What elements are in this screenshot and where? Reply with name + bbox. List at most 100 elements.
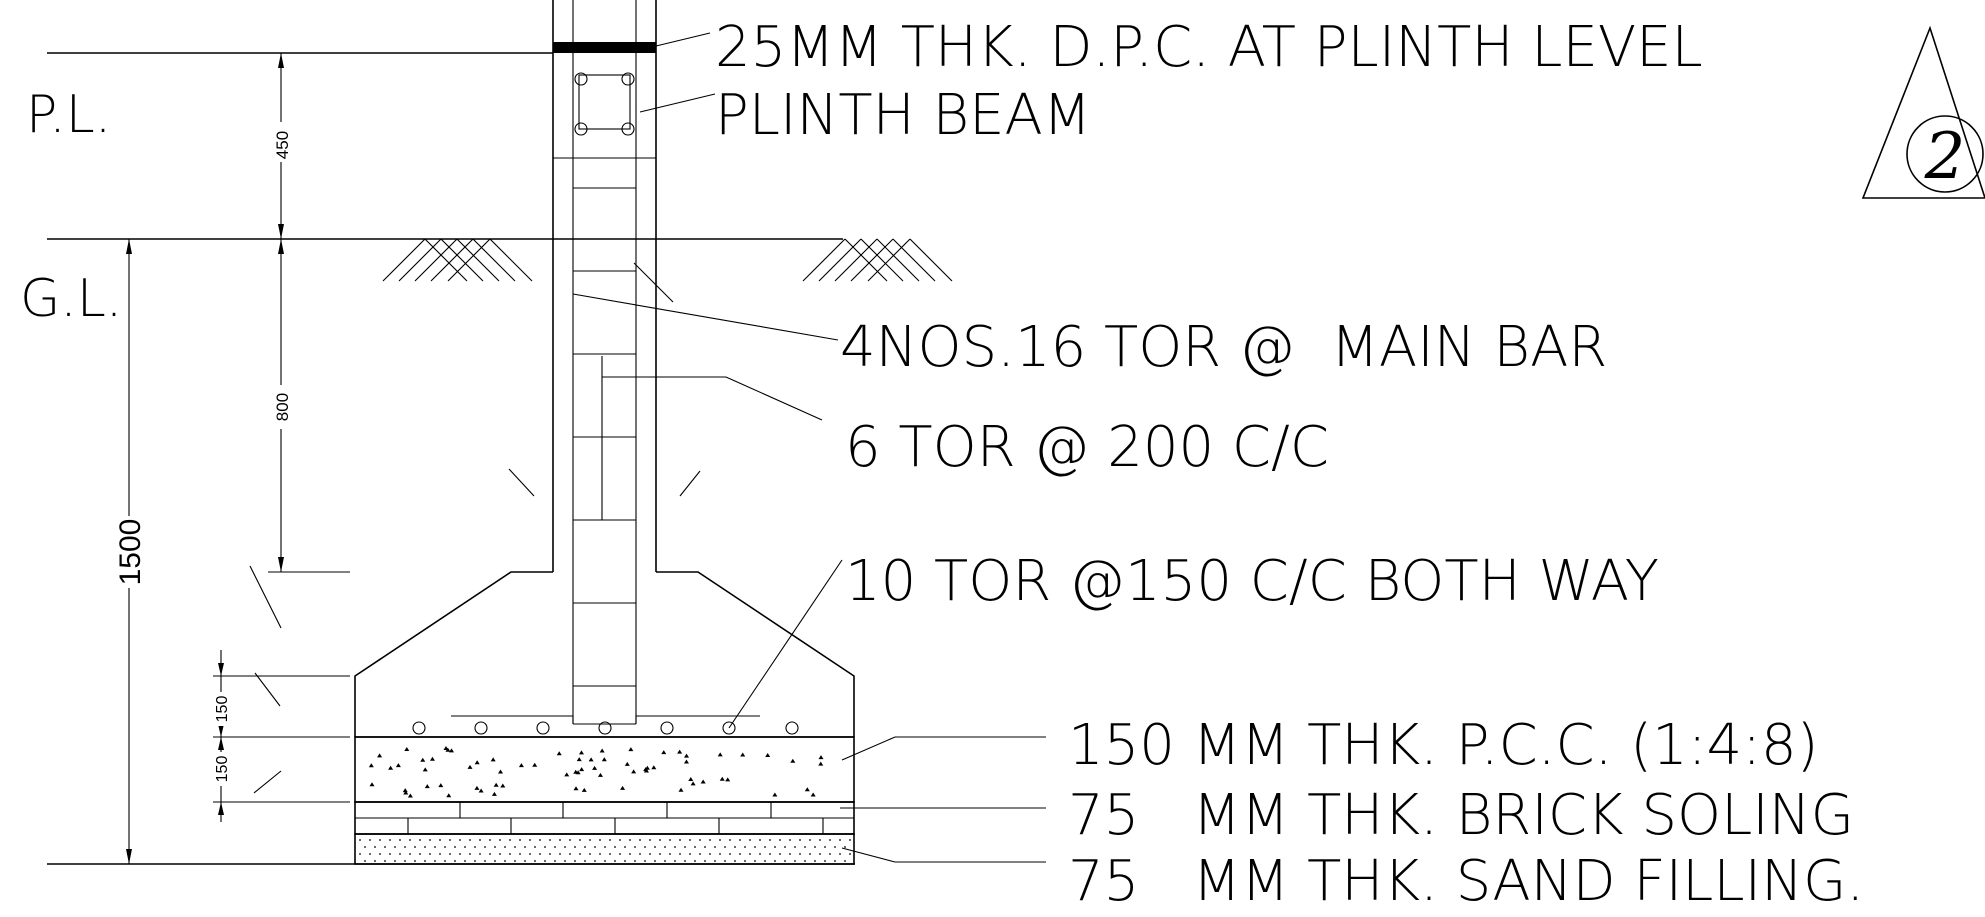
sand-grain <box>574 860 576 862</box>
sand-grain <box>719 839 721 841</box>
pcc-aggregate <box>438 783 444 788</box>
sand-grain <box>619 853 621 855</box>
sand-grain <box>849 839 851 841</box>
sand-grain <box>609 853 611 855</box>
sand-grain <box>419 853 421 855</box>
sand-grain <box>579 839 581 841</box>
pcc-aggregate <box>581 787 587 792</box>
sand-grain <box>689 839 691 841</box>
sand-grain <box>639 839 641 841</box>
sand-grain <box>599 853 601 855</box>
sand-grain <box>554 860 556 862</box>
sand-grain <box>744 860 746 862</box>
pcc-aggregate <box>443 746 449 751</box>
pcc-aggregate <box>810 792 816 797</box>
sand-grain <box>439 839 441 841</box>
sand-grain <box>739 853 741 855</box>
pcc-aggregate <box>573 769 579 774</box>
dim-800-label: 800 <box>273 393 292 421</box>
column-ties <box>573 187 636 687</box>
sand-grain <box>524 860 526 862</box>
sand-grain <box>659 853 661 855</box>
sand-grain <box>404 846 406 848</box>
sand-grain <box>704 860 706 862</box>
sand-grain <box>769 839 771 841</box>
sand-grain <box>814 860 816 862</box>
pcc-aggregate <box>804 787 810 792</box>
pcc-layer <box>354 736 855 803</box>
sand-grain <box>649 853 651 855</box>
pcc-aggregate <box>651 765 657 770</box>
sand-grain <box>744 846 746 848</box>
pcc-aggregate <box>578 750 584 755</box>
sand-grain <box>474 846 476 848</box>
sand-grain <box>544 860 546 862</box>
sand-grain <box>789 839 791 841</box>
pcc-aggregate <box>661 750 667 755</box>
sand-grain <box>739 839 741 841</box>
pcc-aggregate <box>579 767 585 772</box>
pcc-aggregate <box>628 747 634 752</box>
sand-grain <box>804 846 806 848</box>
sand-grain <box>694 846 696 848</box>
sand-grain <box>649 839 651 841</box>
dpc-layer <box>553 42 656 53</box>
sand-grain <box>374 860 376 862</box>
pcc-aggregate <box>601 757 607 762</box>
sand-grain <box>629 853 631 855</box>
sand-grain <box>424 846 426 848</box>
sand-grain <box>509 839 511 841</box>
sand-grain <box>359 839 361 841</box>
sand-grain <box>814 846 816 848</box>
pcc-aggregate <box>719 776 725 781</box>
sand-grain <box>414 846 416 848</box>
sand-grain <box>519 839 521 841</box>
sand-grain <box>399 839 401 841</box>
sand-grain <box>469 853 471 855</box>
sand-grain <box>614 846 616 848</box>
sand-grain <box>779 839 781 841</box>
pcc-aggregate <box>717 752 723 757</box>
brick-soling-layer <box>354 801 855 835</box>
sand-grain <box>794 860 796 862</box>
dim-footing-base-label: 150 <box>214 756 231 783</box>
sand-grain <box>834 860 836 862</box>
sand-grain <box>384 846 386 848</box>
sand-grain <box>374 846 376 848</box>
sand-grain <box>844 860 846 862</box>
sand-grain <box>474 860 476 862</box>
sand-grain <box>764 860 766 862</box>
pcc-aggregate <box>500 783 506 788</box>
pcc-aggregate <box>688 777 694 782</box>
sand-grain <box>394 860 396 862</box>
sand-grain <box>734 846 736 848</box>
sand-grain <box>529 853 531 855</box>
detail-marker: 2 <box>1861 25 1985 199</box>
sand-grain <box>614 860 616 862</box>
sand-grain <box>379 839 381 841</box>
sand-grain <box>489 853 491 855</box>
sand-grain <box>839 839 841 841</box>
sand-grain <box>464 860 466 862</box>
sand-grain <box>504 846 506 848</box>
sand-grain <box>579 853 581 855</box>
pcc-aggregate <box>478 788 484 793</box>
pcc-aggregate <box>402 788 408 793</box>
sand-grain <box>844 846 846 848</box>
pcc-aggregate <box>599 748 605 753</box>
sand-grain <box>369 839 371 841</box>
sand-grain <box>679 853 681 855</box>
sand-grain <box>764 846 766 848</box>
pcc-aggregate <box>620 785 626 790</box>
pcc-aggregate <box>368 763 374 768</box>
sand-grain <box>459 839 461 841</box>
sand-grain <box>364 860 366 862</box>
note-sand-filling: 75 MM THK. SAND FILLING. <box>1068 849 1864 914</box>
sand-grain <box>634 860 636 862</box>
sand-grain <box>629 839 631 841</box>
pcc-aggregate <box>377 753 383 758</box>
dimension-450: 450 <box>271 53 292 239</box>
sand-grain <box>554 846 556 848</box>
sand-grain <box>639 853 641 855</box>
